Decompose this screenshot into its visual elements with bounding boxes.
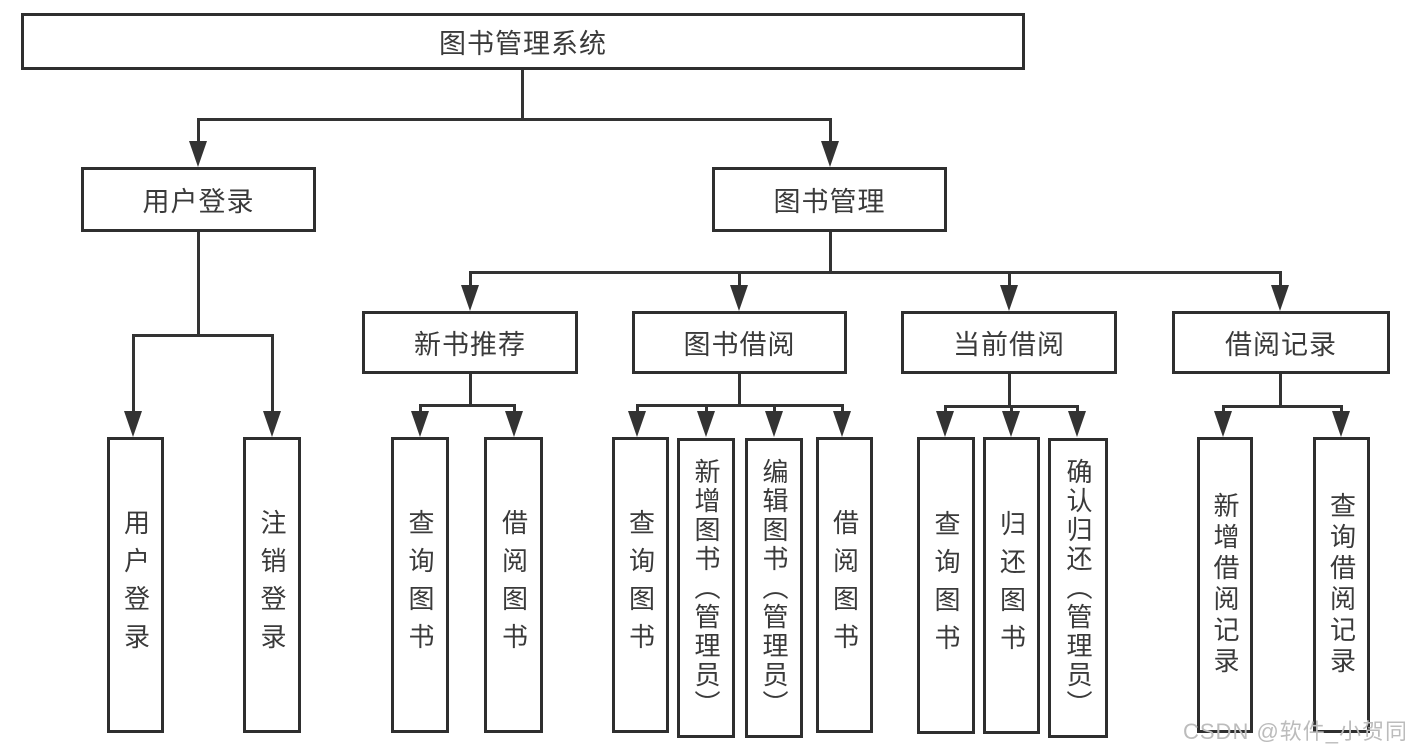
node-book-management-system: 图书管理系统 (21, 13, 1025, 70)
arrow-down-icon (505, 411, 523, 437)
node-label: 借阅图书 (498, 509, 529, 661)
node-book-borrow: 图书借阅 (632, 311, 847, 374)
node-label: 图书借阅 (683, 330, 796, 360)
node-label: 查询图书 (931, 509, 961, 662)
arrow-down-icon (1332, 411, 1350, 437)
connector-drop (841, 404, 844, 414)
connector-level1-rail (197, 118, 832, 121)
arrow-down-icon (411, 411, 429, 437)
arrow-down-icon (1271, 285, 1289, 311)
node-label: 新增借阅记录 (1210, 492, 1240, 678)
connector-drop (944, 405, 947, 414)
node-label: 新书推荐 (414, 330, 526, 360)
node-label: 当前借阅 (953, 330, 1065, 360)
connector-drop (1340, 405, 1343, 414)
node-query-books-borrow: 查询图书 (612, 437, 669, 733)
node-label: 图书管理系统 (439, 29, 607, 59)
connector-drop (636, 404, 639, 414)
connector-book-management-stem (829, 232, 832, 273)
node-current-borrow: 当前借阅 (901, 311, 1117, 374)
node-query-books-current: 查询图书 (917, 437, 975, 734)
connector-drop (705, 404, 708, 414)
node-label: 用户登录 (142, 187, 255, 217)
node-label: 借阅图书 (829, 509, 860, 661)
connector-drop-book-borrow (738, 271, 741, 287)
connector-level3-rail (469, 271, 1282, 274)
arrow-down-icon (263, 411, 281, 437)
node-confirm-return-admin: 确认归还（管理员） (1048, 438, 1108, 738)
arrow-down-icon (189, 141, 207, 167)
connector-drop-current-borrow (1008, 271, 1011, 287)
connector-drop (1076, 405, 1079, 414)
connector-borrow-records-stem (1279, 374, 1282, 408)
node-new-book-recommend: 新书推荐 (362, 311, 578, 374)
node-add-borrow-record: 新增借阅记录 (1197, 437, 1253, 733)
node-label: 用户登录 (120, 509, 151, 661)
connector-book-borrow-stem (738, 374, 741, 406)
connector-drop-new-book (469, 271, 472, 287)
connector-drop-logout-leaf (271, 334, 274, 414)
arrow-down-icon (697, 411, 715, 437)
node-user-login: 用户登录 (81, 167, 316, 232)
node-label: 确认归还（管理员） (1063, 457, 1093, 719)
node-label: 查询图书 (625, 509, 656, 661)
connector-book-borrow-rail (636, 404, 844, 407)
node-edit-book-admin: 编辑图书（管理员） (745, 438, 803, 738)
node-query-books-recommend: 查询图书 (391, 437, 449, 733)
connector-drop (419, 404, 422, 414)
node-return-book: 归还图书 (983, 437, 1040, 734)
connector-drop (1222, 405, 1225, 414)
connector-user-login-stem (197, 232, 200, 335)
arrow-down-icon (833, 411, 851, 437)
connector-new-book-stem (469, 374, 472, 406)
arrow-down-icon (936, 411, 954, 437)
node-book-management: 图书管理 (712, 167, 947, 232)
node-label: 编辑图书（管理员） (759, 457, 789, 719)
node-label: 借阅记录 (1225, 330, 1337, 360)
connector-current-borrow-stem (1008, 374, 1011, 408)
node-label: 归还图书 (996, 509, 1027, 662)
connector-drop-borrow-records (1279, 271, 1282, 287)
arrow-down-icon (628, 411, 646, 437)
connector-borrow-records-rail (1222, 405, 1342, 408)
node-borrow-records: 借阅记录 (1172, 311, 1390, 374)
node-query-borrow-record: 查询借阅记录 (1313, 437, 1370, 733)
arrow-down-icon (1214, 411, 1232, 437)
node-logout: 注销登录 (243, 437, 301, 733)
arrow-down-icon (461, 285, 479, 311)
connector-drop (773, 404, 776, 414)
connector-drop-login-leaf (132, 334, 135, 414)
arrow-down-icon (765, 411, 783, 437)
node-label: 注销登录 (257, 509, 287, 661)
node-add-book-admin: 新增图书（管理员） (677, 438, 735, 738)
node-label: 查询借阅记录 (1326, 492, 1357, 678)
node-user-login-leaf: 用户登录 (107, 437, 164, 733)
connector-drop (513, 404, 516, 414)
arrow-down-icon (1002, 411, 1020, 437)
node-borrow-book-recommend: 借阅图书 (484, 437, 543, 733)
connector-drop (1010, 405, 1013, 414)
node-label: 图书管理 (773, 187, 886, 217)
connector-root-stem (521, 70, 524, 119)
connector-drop-book-management (829, 118, 832, 146)
arrow-down-icon (821, 141, 839, 167)
arrow-down-icon (1068, 411, 1086, 437)
connector-user-login-rail (132, 334, 274, 337)
arrow-down-icon (1000, 285, 1018, 311)
arrow-down-icon (124, 411, 142, 437)
connector-drop-user-login (197, 118, 200, 146)
node-label: 新增图书（管理员） (691, 457, 721, 719)
node-label: 查询图书 (405, 509, 435, 661)
connector-new-book-rail (419, 404, 516, 407)
node-borrow-book: 借阅图书 (816, 437, 873, 733)
arrow-down-icon (730, 285, 748, 311)
